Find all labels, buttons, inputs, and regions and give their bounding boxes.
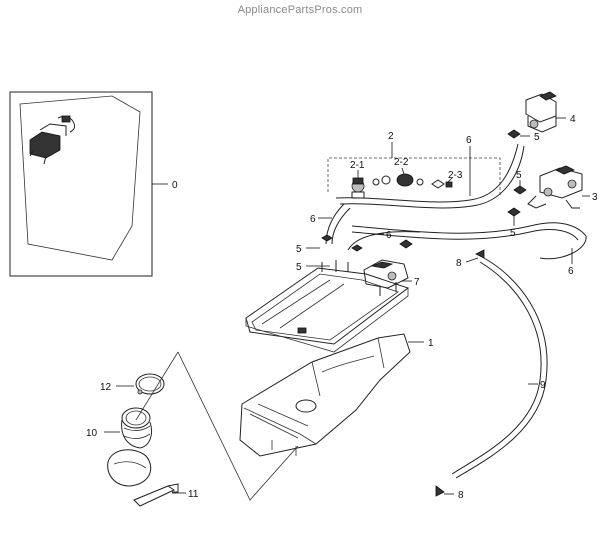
watermark: AppliancePartsPros.com (237, 4, 363, 16)
callout-5d[interactable]: 5 (296, 244, 302, 255)
callout-6b[interactable]: 6 (310, 214, 316, 225)
callout-4[interactable]: 4 (570, 114, 576, 125)
callout-11[interactable]: 11 (188, 489, 199, 500)
inset-sheet-outline (19, 95, 141, 261)
callout-6a[interactable]: 6 (466, 135, 472, 146)
clamp-8a (475, 249, 485, 259)
part-8-hose-clamps[interactable]: 8 8 (435, 249, 485, 501)
clamp-5b (513, 185, 527, 195)
callout-8a[interactable]: 8 (456, 258, 462, 269)
part-2-1-valve-body (351, 177, 365, 199)
clamp-5c (507, 207, 521, 217)
callout-7[interactable]: 7 (414, 277, 420, 288)
callout-5e[interactable]: 5 (296, 262, 302, 273)
hose-lower-inner (351, 229, 579, 241)
clamp-5a (507, 129, 521, 139)
callout-5c[interactable]: 5 (510, 228, 516, 239)
leader-2-3 (447, 177, 453, 183)
part-7-manifold[interactable]: 7 (363, 259, 420, 296)
part-1-dispenser-housing[interactable]: 1 (239, 333, 434, 457)
callout-9[interactable]: 9 (540, 380, 546, 391)
explode-lines (135, 351, 299, 501)
group-2-dashed-bracket (327, 157, 501, 196)
hose-upper (335, 143, 519, 203)
hose-upper-inner (339, 145, 525, 209)
callout-2-1[interactable]: 2-1 (350, 160, 365, 171)
leader-8a (465, 257, 479, 263)
part-5-hose-clamps[interactable]: 5 5 5 5 5 (296, 129, 540, 273)
callout-8b[interactable]: 8 (458, 490, 464, 501)
callout-2-2[interactable]: 2-2 (394, 157, 409, 168)
part-4-water-valve[interactable]: 4 (525, 91, 576, 133)
part-12-clamp-ring[interactable]: 12 (100, 373, 165, 395)
inset-frame (9, 91, 153, 277)
clamp-8b (435, 485, 445, 497)
part-0-assembly-inset[interactable]: 0 (9, 91, 178, 277)
dispenser-cover[interactable] (245, 260, 410, 353)
callout-10[interactable]: 10 (86, 428, 98, 439)
callout-3[interactable]: 3 (592, 192, 598, 203)
part-6-hoses[interactable]: 6 6 6 6 (310, 135, 587, 277)
part-2-valve-group[interactable]: 2 2-1 2-2 2-3 (327, 131, 501, 199)
hose-short-left-inner (331, 207, 351, 245)
callout-5a[interactable]: 5 (534, 132, 540, 143)
callout-2[interactable]: 2 (388, 131, 394, 142)
part-2-3-clip (431, 179, 453, 189)
part-10-bellows[interactable]: 10 (86, 407, 153, 487)
leader-2-2 (401, 167, 405, 175)
callout-1[interactable]: 1 (428, 338, 434, 349)
callout-6c[interactable]: 6 (386, 230, 392, 241)
part-3-water-valve[interactable]: 3 (527, 165, 598, 209)
callout-0[interactable]: 0 (172, 180, 178, 191)
part-9-drain-hose[interactable]: 9 (451, 257, 548, 479)
clamp-5d (321, 234, 413, 252)
hose-mid (347, 231, 421, 251)
inset-valve-assembly (29, 115, 76, 165)
part-11-clamp-tie[interactable]: 11 (133, 483, 199, 507)
callout-5b[interactable]: 5 (516, 170, 522, 181)
callout-2-3[interactable]: 2-3 (448, 170, 463, 181)
callout-6d[interactable]: 6 (568, 266, 574, 277)
part-2-2-coupler (372, 173, 424, 187)
callout-12[interactable]: 12 (100, 382, 112, 393)
